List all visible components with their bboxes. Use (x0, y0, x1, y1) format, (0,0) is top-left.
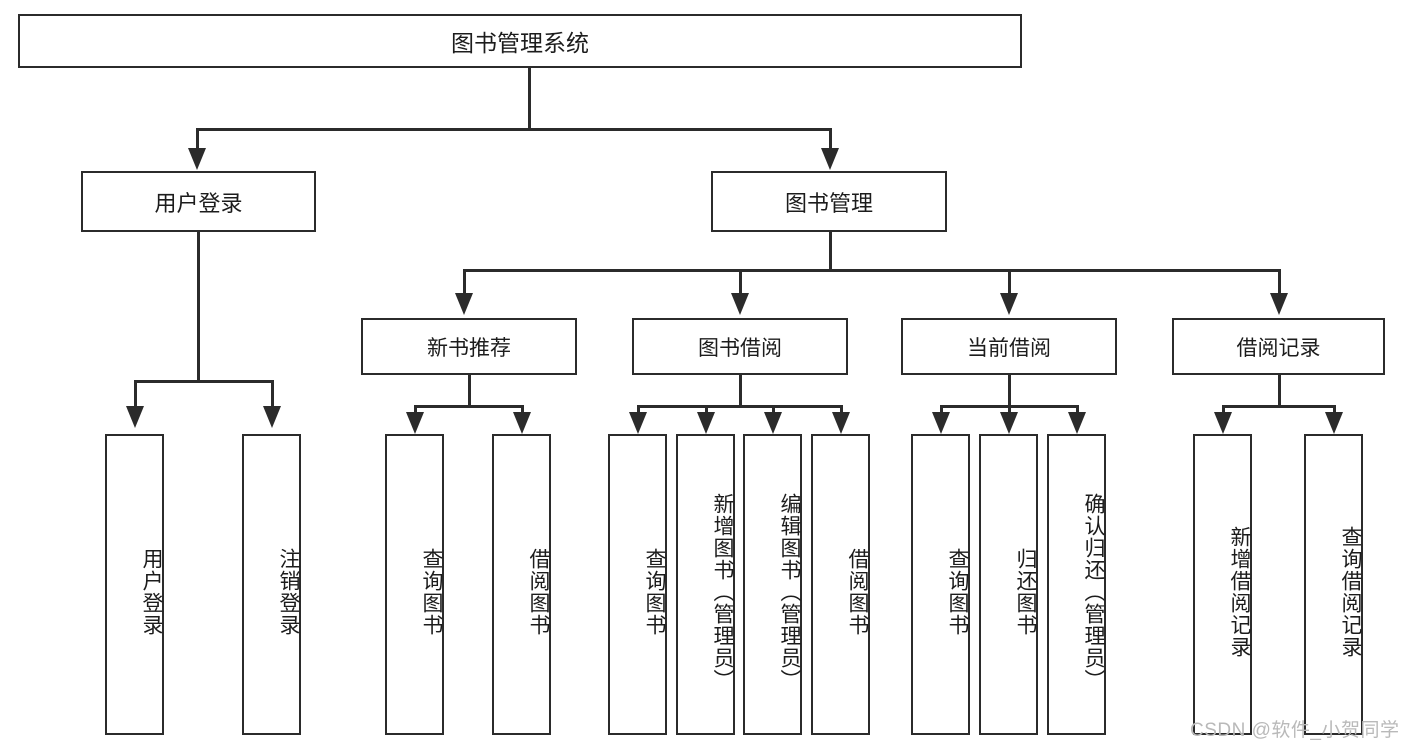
edge-new-book-stem (468, 375, 471, 405)
node-book-borrow[interactable]: 图书借阅 (632, 318, 848, 375)
arrow-down-icon (126, 406, 144, 428)
edge-user-login-stem (197, 232, 200, 380)
edge-book-borrow-bus (637, 405, 842, 408)
leaf-add-borrow-record[interactable]: 新增借阅记录 (1193, 434, 1252, 735)
node-label: 图书管理 (784, 190, 873, 216)
edge-book-borrow-stem (739, 375, 742, 405)
edge-current-borrow-stem (1008, 375, 1011, 405)
node-label: 用户登录 (140, 547, 163, 636)
leaf-query-borrow-record[interactable]: 查询借阅记录 (1304, 434, 1363, 735)
node-label: 查询图书 (643, 547, 666, 636)
edge-borrow-record-stem (1278, 375, 1281, 405)
node-label: 借阅图书 (527, 547, 550, 636)
node-label: 新增借阅记录 (1228, 525, 1251, 658)
edge-root-stem (528, 68, 531, 128)
node-label: 查询借阅记录 (1339, 525, 1362, 658)
edge-user-login-bus (134, 380, 274, 383)
arrow-down-icon (1214, 412, 1232, 434)
node-root-book-management-system[interactable]: 图书管理系统 (18, 14, 1022, 68)
node-label: 归还图书 (1014, 547, 1037, 636)
leaf-user-login[interactable]: 用户登录 (105, 434, 164, 735)
edge-drop-user-login (196, 128, 199, 150)
arrow-down-icon (832, 412, 850, 434)
edge-new-book-bus (414, 405, 524, 408)
edge-book-management-stem (829, 232, 832, 269)
arrow-down-icon (1068, 412, 1086, 434)
arrow-down-icon (629, 412, 647, 434)
node-label: 借阅记录 (1236, 336, 1321, 360)
leaf-borrow-book-new[interactable]: 借阅图书 (492, 434, 551, 735)
node-label: 确认归还（管理员） (1082, 492, 1105, 691)
node-label: 查询图书 (946, 547, 969, 636)
arrow-down-icon (1000, 412, 1018, 434)
node-book-management[interactable]: 图书管理 (711, 171, 947, 232)
node-label: 新增图书（管理员） (711, 492, 734, 691)
arrow-down-icon (1270, 293, 1288, 315)
leaf-confirm-return-admin[interactable]: 确认归还（管理员） (1047, 434, 1106, 735)
node-label: 查询图书 (420, 547, 443, 636)
node-current-borrow[interactable]: 当前借阅 (901, 318, 1117, 375)
arrow-down-icon (764, 412, 782, 434)
leaf-return-book[interactable]: 归还图书 (979, 434, 1038, 735)
node-label: 编辑图书（管理员） (778, 492, 801, 691)
leaf-query-book-current[interactable]: 查询图书 (911, 434, 970, 735)
leaf-borrow-book[interactable]: 借阅图书 (811, 434, 870, 735)
edge-drop-current-borrow (1008, 269, 1011, 295)
arrow-down-icon (932, 412, 950, 434)
arrow-down-icon (263, 406, 281, 428)
leaf-edit-book-admin[interactable]: 编辑图书（管理员） (743, 434, 802, 735)
edge-drop-book-borrow (739, 269, 742, 295)
node-label: 当前借阅 (967, 336, 1051, 360)
edge-drop-user-login-1 (134, 380, 137, 408)
node-borrow-record[interactable]: 借阅记录 (1172, 318, 1385, 375)
node-label: 新书推荐 (427, 336, 511, 360)
arrow-down-icon (513, 412, 531, 434)
arrow-down-icon (697, 412, 715, 434)
arrow-down-icon (406, 412, 424, 434)
watermark: CSDN @软件_小贺同学 (1190, 720, 1400, 741)
edge-level3-bus (463, 269, 1279, 272)
leaf-query-book-new[interactable]: 查询图书 (385, 434, 444, 735)
node-label: 图书管理系统 (451, 30, 589, 56)
arrow-down-icon (1325, 412, 1343, 434)
arrow-down-icon (455, 293, 473, 315)
node-label: 借阅图书 (846, 547, 869, 636)
edge-root-bus (196, 128, 832, 131)
leaf-logout[interactable]: 注销登录 (242, 434, 301, 735)
edge-drop-borrow-record (1278, 269, 1281, 295)
node-label: 注销登录 (277, 547, 300, 636)
leaf-query-book-borrow[interactable]: 查询图书 (608, 434, 667, 735)
leaf-add-book-admin[interactable]: 新增图书（管理员） (676, 434, 735, 735)
node-label: 用户登录 (154, 190, 243, 216)
arrow-down-icon (731, 293, 749, 315)
node-label: 图书借阅 (698, 336, 782, 360)
edge-borrow-record-bus (1222, 405, 1336, 408)
arrow-down-icon (1000, 293, 1018, 315)
edge-drop-book-management (829, 128, 832, 150)
edge-drop-new-book (463, 269, 466, 295)
arrow-down-icon (188, 148, 206, 170)
node-new-book-recommend[interactable]: 新书推荐 (361, 318, 577, 375)
node-user-login[interactable]: 用户登录 (81, 171, 316, 232)
edge-drop-user-login-2 (271, 380, 274, 408)
arrow-down-icon (821, 148, 839, 170)
